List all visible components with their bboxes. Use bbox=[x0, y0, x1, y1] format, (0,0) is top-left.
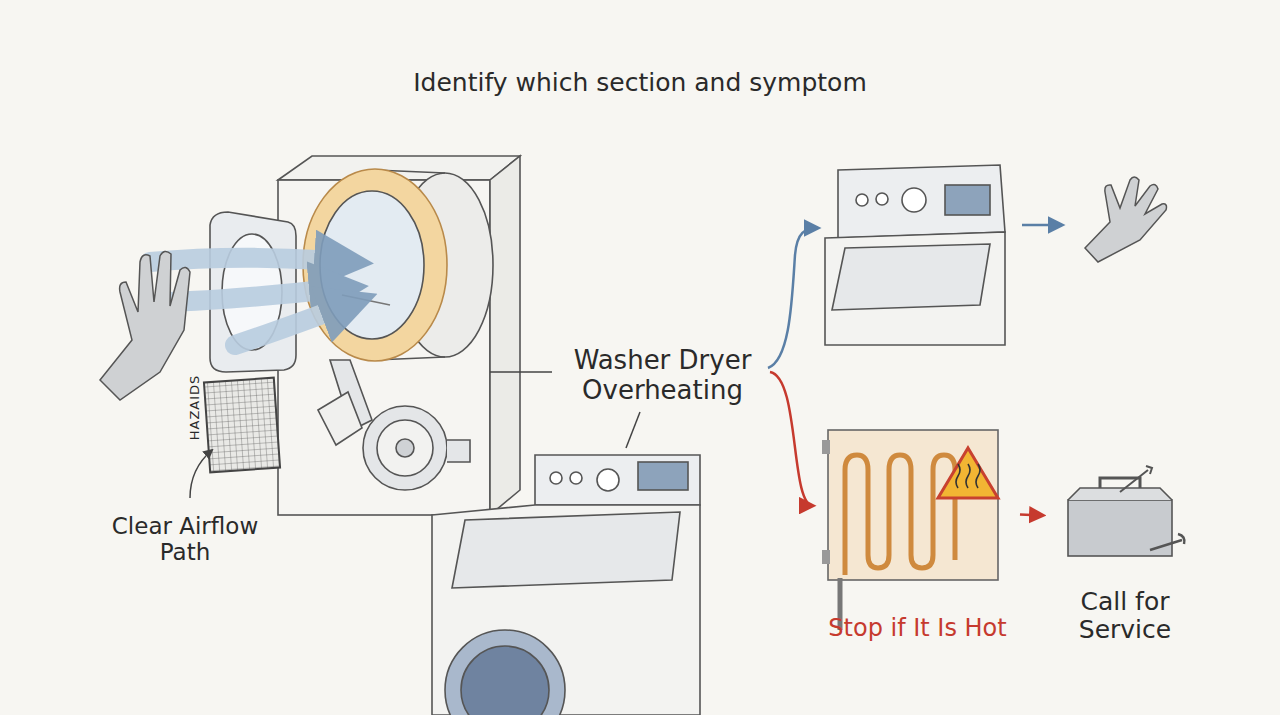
pointer-arrow bbox=[190, 450, 212, 498]
glove bbox=[100, 251, 190, 400]
blower bbox=[318, 360, 470, 490]
washer-panel bbox=[838, 165, 1005, 238]
blower-outlet bbox=[447, 440, 470, 462]
symptom-node: Washer Dryer Overheating bbox=[555, 335, 770, 417]
heater-coil bbox=[845, 455, 955, 575]
filter-screen bbox=[204, 378, 280, 473]
service-node: Call for Service bbox=[1045, 465, 1205, 645]
washer-lid bbox=[452, 512, 680, 588]
wrench bbox=[1150, 534, 1184, 550]
blower-hub bbox=[396, 439, 414, 457]
node-label: Call for Service bbox=[1045, 588, 1205, 646]
washer-dial bbox=[902, 188, 926, 212]
washer-knob bbox=[856, 194, 868, 206]
airflow-arrow bbox=[165, 288, 345, 302]
washer bbox=[432, 455, 700, 715]
glove bbox=[1085, 177, 1167, 262]
watermark-text: HAZAIDS bbox=[188, 362, 203, 452]
node-label: Washer Dryer Overheating bbox=[555, 346, 770, 406]
toolbox bbox=[1068, 466, 1184, 556]
bracket bbox=[822, 440, 830, 454]
blower-housing bbox=[363, 406, 447, 490]
leader-line bbox=[490, 371, 552, 373]
bracket bbox=[822, 550, 830, 564]
branch-arrow bbox=[1022, 224, 1062, 227]
blower-wheel bbox=[377, 420, 433, 476]
washer-knob bbox=[550, 472, 562, 484]
heater-element bbox=[822, 430, 998, 630]
callout-label: Clear Airflow Path bbox=[85, 513, 285, 566]
washer-knob bbox=[570, 472, 582, 484]
washer-lid bbox=[832, 244, 990, 310]
cabinet-side bbox=[490, 156, 520, 515]
washer-display bbox=[638, 462, 688, 490]
airflow-arrow bbox=[150, 258, 350, 262]
heat-symbol bbox=[956, 464, 980, 488]
washer-small bbox=[825, 165, 1005, 345]
washer-knob bbox=[876, 193, 888, 205]
washer-door bbox=[445, 630, 565, 715]
washer-panel bbox=[535, 455, 700, 505]
leader-line bbox=[626, 412, 640, 448]
lint-filter bbox=[204, 378, 280, 473]
warning-triangle bbox=[938, 448, 998, 498]
flow-arrow bbox=[770, 372, 813, 506]
node-label: Stop if It Is Hot bbox=[828, 615, 1006, 643]
toolbox-lid bbox=[1068, 488, 1172, 500]
dryer-cabinet bbox=[278, 156, 520, 515]
flow-arrow bbox=[1020, 514, 1043, 515]
washer-glass bbox=[461, 646, 549, 715]
heater-panel bbox=[828, 430, 998, 580]
hazard-node: Stop if It Is Hot bbox=[815, 425, 1020, 643]
washer-body bbox=[825, 232, 1005, 345]
duct-flap bbox=[318, 392, 362, 445]
screwdriver bbox=[1120, 466, 1152, 492]
diagram-title: Identify which section and symptom bbox=[0, 68, 1280, 97]
washer-dial bbox=[597, 469, 619, 491]
washer-display bbox=[945, 185, 990, 215]
airflow-arrow bbox=[235, 302, 355, 345]
branch-arrow bbox=[768, 228, 818, 368]
